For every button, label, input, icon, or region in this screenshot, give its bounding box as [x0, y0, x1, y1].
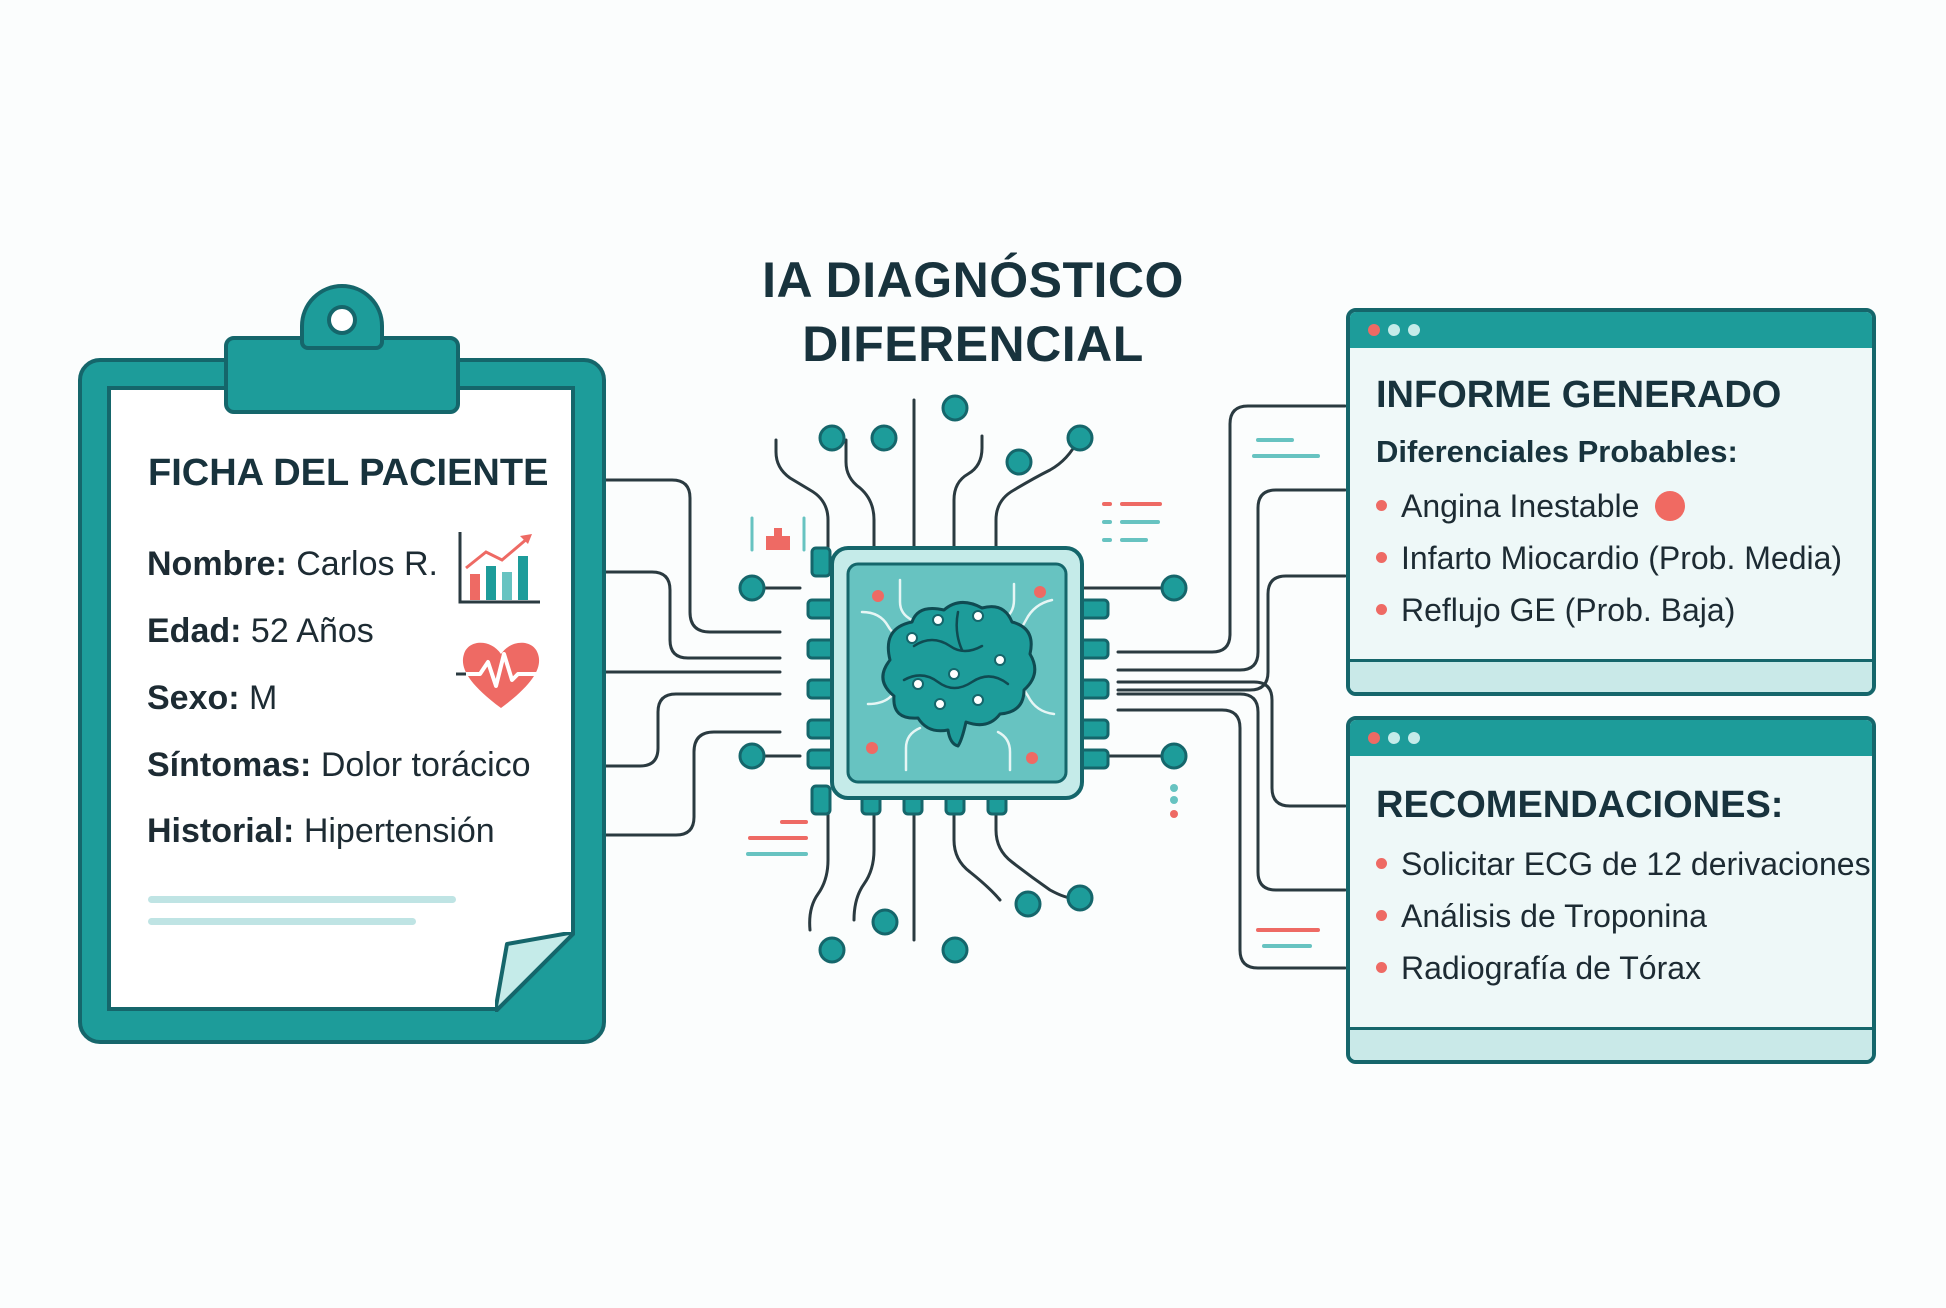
mini-chart-icon: [750, 516, 806, 552]
page-fold-icon: [495, 932, 575, 1012]
bullet-icon: [1376, 858, 1387, 870]
list-item: Reflujo GE (Prob. Baja): [1376, 592, 1735, 629]
diagram-title: IA DIAGNÓSTICO DIFERENCIAL: [693, 248, 1253, 376]
field-history: Historial: Hipertensión: [147, 812, 495, 851]
item-text: Solicitar ECG de 12 derivaciones: [1401, 846, 1871, 882]
field-label: Edad:: [147, 612, 242, 650]
window-dot: [1408, 324, 1420, 336]
window-titlebar: [1350, 720, 1872, 756]
window-dot: [1408, 732, 1420, 744]
item-text: Infarto Miocardio (Prob. Media): [1401, 540, 1843, 576]
growth-chart-icon: [458, 532, 540, 604]
field-value: M: [249, 679, 278, 717]
report-window: INFORME GENERADO Diferenciales Probables…: [1346, 308, 1876, 696]
recommendations-window: RECOMENDACIONES: Solicitar ECG de 12 der…: [1346, 716, 1876, 1064]
item-text: Análisis de Troponina: [1401, 898, 1707, 934]
field-value: 52 Años: [250, 612, 374, 650]
bullet-icon: [1376, 604, 1387, 616]
list-item: Radiografía de Tórax: [1376, 950, 1701, 987]
item-text: Reflujo GE (Prob. Baja): [1401, 592, 1736, 628]
patient-card-heading: FICHA DEL PACIENTE: [148, 452, 549, 494]
field-age: Edad: 52 Años: [147, 612, 374, 651]
list-item: Análisis de Troponina: [1376, 898, 1707, 935]
bullet-icon: [1376, 552, 1387, 564]
dash-lines-left-icon: [746, 820, 808, 856]
bullet-icon: [1376, 910, 1387, 922]
clipboard-hole: [327, 305, 357, 335]
field-label: Historial:: [147, 812, 295, 850]
dots-vertical-icon: [1170, 784, 1178, 818]
list-lines-icon: [1102, 502, 1162, 542]
window-titlebar: [1350, 312, 1872, 348]
field-value: Hipertensión: [303, 812, 495, 850]
item-text: Radiografía de Tórax: [1401, 950, 1702, 986]
window-dot: [1388, 732, 1400, 744]
item-text: Angina Inestable: [1401, 488, 1640, 524]
window-footer: [1350, 1027, 1872, 1060]
field-label: Sexo:: [147, 679, 240, 717]
report-subheading: Diferenciales Probables:: [1376, 434, 1738, 469]
field-value: Dolor torácico: [320, 746, 531, 784]
placeholder-line: [148, 918, 416, 925]
field-label: Síntomas:: [147, 746, 312, 784]
window-dot: [1388, 324, 1400, 336]
bullet-icon: [1376, 962, 1387, 974]
list-item: Infarto Miocardio (Prob. Media): [1376, 540, 1842, 577]
brain-chip-icon: [830, 546, 1084, 800]
title-line-2: DIFERENCIAL: [802, 316, 1144, 372]
alert-dot-icon: [1655, 490, 1686, 521]
window-dot-red: [1368, 732, 1380, 744]
heartbeat-icon: [456, 642, 546, 708]
list-item: Solicitar ECG de 12 derivaciones: [1376, 846, 1871, 883]
field-label: Nombre:: [147, 545, 287, 583]
placeholder-line: [148, 896, 456, 903]
bullet-icon: [1376, 500, 1387, 512]
dash-lines-right-icon: [1252, 438, 1320, 948]
report-heading: INFORME GENERADO: [1376, 374, 1782, 416]
field-symptoms: Síntomas: Dolor torácico: [147, 746, 531, 785]
field-sex: Sexo: M: [147, 679, 277, 718]
recommendations-heading: RECOMENDACIONES:: [1376, 784, 1784, 826]
title-line-1: IA DIAGNÓSTICO: [762, 252, 1184, 308]
window-dot-red: [1368, 324, 1380, 336]
field-value: Carlos R.: [296, 545, 438, 583]
field-name: Nombre: Carlos R.: [147, 545, 438, 584]
list-item: Angina Inestable: [1376, 488, 1686, 525]
window-footer: [1350, 659, 1872, 692]
